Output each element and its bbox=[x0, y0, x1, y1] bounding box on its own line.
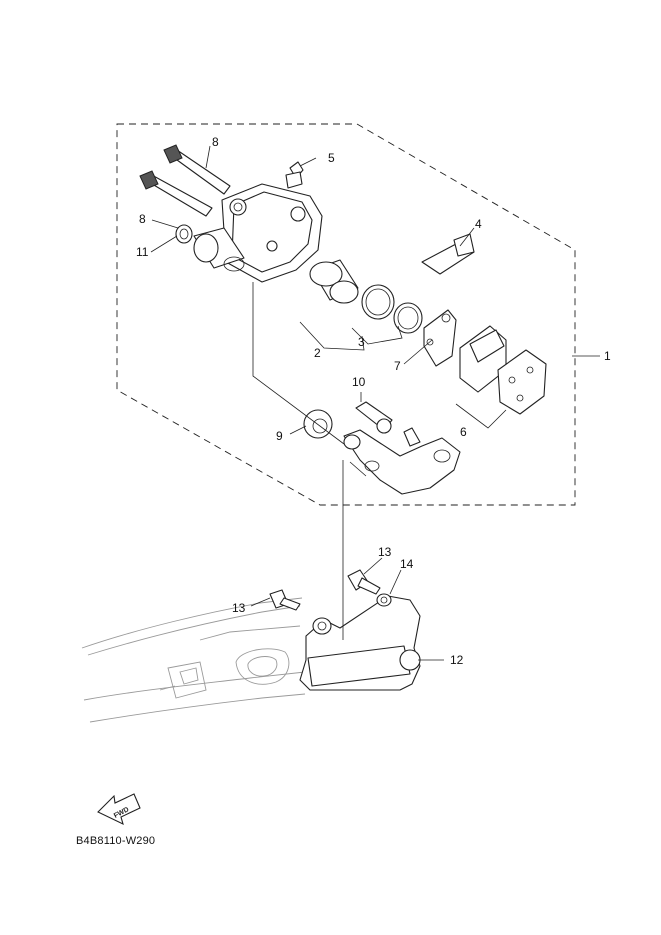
callout-13-left: 13 bbox=[232, 601, 246, 615]
bracket-bolt-right bbox=[347, 569, 381, 595]
swingarm-outline bbox=[81, 597, 306, 723]
washer bbox=[376, 593, 392, 607]
callout-11: 11 bbox=[136, 245, 149, 259]
callout-2: 2 bbox=[314, 346, 321, 360]
piston-seal-kit bbox=[361, 284, 423, 334]
bleed-screw bbox=[285, 161, 304, 189]
brake-pad-kit bbox=[459, 325, 547, 415]
callout-8-lower: 8 bbox=[139, 212, 146, 226]
callout-6: 6 bbox=[460, 425, 467, 439]
fwd-arrow-icon: FWD bbox=[97, 793, 141, 826]
callout-5: 5 bbox=[328, 151, 335, 165]
callout-9: 9 bbox=[276, 429, 283, 443]
slide-pin bbox=[355, 401, 421, 447]
caliper-pin-bolt-lower bbox=[139, 170, 213, 217]
callout-7: 7 bbox=[394, 359, 401, 373]
callout-14: 14 bbox=[400, 557, 414, 571]
rubber-cap bbox=[175, 224, 193, 244]
callout-3: 3 bbox=[358, 335, 365, 349]
drawing-code: B4B8110-W290 bbox=[76, 835, 156, 847]
bracket-bolt-left bbox=[269, 589, 301, 611]
pad-support bbox=[423, 309, 457, 367]
callout-12: 12 bbox=[450, 653, 464, 667]
pad-spring bbox=[421, 233, 475, 275]
caliper-bracket bbox=[343, 429, 461, 495]
caliper-body bbox=[193, 183, 323, 283]
rubber-boot bbox=[303, 409, 333, 439]
callout-10: 10 bbox=[352, 375, 366, 389]
callout-13-right: 13 bbox=[378, 545, 392, 559]
assembly-boundary bbox=[116, 123, 576, 506]
caliper-pin-bolt-upper bbox=[163, 144, 231, 195]
caliper-piston bbox=[309, 259, 359, 304]
caliper-bracket-assy bbox=[299, 595, 421, 691]
callout-4: 4 bbox=[475, 217, 482, 231]
callout-1: 1 bbox=[604, 349, 611, 363]
callout-8-upper: 8 bbox=[212, 135, 219, 149]
